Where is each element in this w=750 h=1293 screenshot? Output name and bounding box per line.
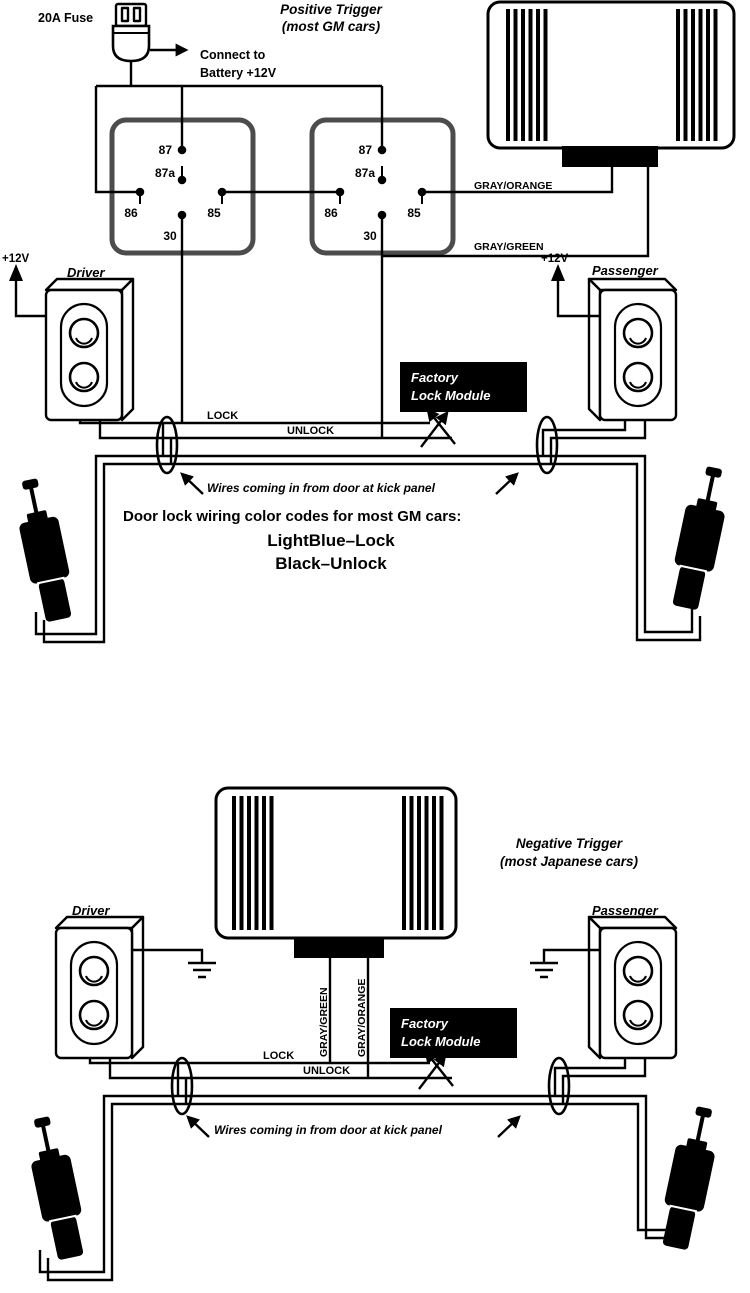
wire-12v-passenger (556, 279, 601, 318)
factory-tap-arrow-1-bottom (418, 1052, 447, 1090)
lock-label-top: LOCK (207, 410, 238, 422)
gray-green-label-bottom: GRAY/GREEN (318, 987, 330, 1057)
door-boot-left-bottom (170, 1056, 194, 1116)
kick-panel-arrow-right-bottom (497, 1115, 521, 1138)
wire-relay1-86-feed (94, 86, 140, 194)
lock-label-bottom: LOCK (263, 1050, 294, 1062)
plus12v-right-label: +12V (541, 253, 569, 265)
kick-panel-arrow-right-top (495, 472, 519, 495)
relay-1-pin86-label: 86 (124, 206, 138, 220)
wire-main-run-1 (34, 454, 694, 636)
wire-unlock-line (98, 419, 452, 440)
door-boot-right (535, 415, 559, 475)
relay-1: 87 87a 86 85 30 (109, 117, 256, 256)
relay-1-pin85-label: 85 (207, 206, 221, 220)
negative-trigger-subtitle: (most Japanese cars) (500, 854, 639, 869)
relay-2-pin87-label: 87 (359, 143, 373, 157)
wiring-top (14, 61, 702, 644)
wire-gray-green (382, 167, 650, 258)
actuator-top-left (8, 474, 80, 625)
passenger-label-bottom: Passenger (592, 903, 659, 918)
wire-unlock-line-bottom (108, 1057, 452, 1080)
ground-symbol-left (188, 961, 216, 979)
driver-switch-bottom (54, 915, 145, 1060)
color-code-unlock: Black–Unlock (275, 554, 387, 573)
wire-main-run-2 (42, 462, 702, 644)
relay-2-pin86-label: 86 (324, 206, 338, 220)
fuse-label: 20A Fuse (38, 11, 93, 25)
negative-trigger-title: Negative Trigger (516, 836, 623, 851)
alarm-module-top-fins-left (506, 9, 548, 141)
positive-trigger-subtitle: (most GM cars) (282, 19, 381, 34)
relay-1-pin87a-label: 87a (155, 166, 175, 180)
alarm-module-bottom-fins-left (232, 796, 274, 930)
passenger-label-top: Passenger (592, 263, 659, 278)
factory-lock-module-bottom: Factory Lock Module (390, 1008, 517, 1058)
gray-orange-label-bottom: GRAY/ORANGE (356, 979, 368, 1057)
relay-1-pin30-label: 30 (163, 229, 177, 243)
alarm-module-top-connector (562, 146, 658, 167)
ground-symbol-right (530, 961, 558, 979)
actuator-bottom-right (654, 1102, 726, 1253)
driver-label-top: Driver (67, 265, 106, 280)
factory-lock-module-bottom-line2: Lock Module (401, 1034, 480, 1049)
relay-2-pin30-label: 30 (363, 229, 377, 243)
positive-trigger-title: Positive Trigger (280, 2, 383, 17)
relay-2-pin85-label: 85 (407, 206, 421, 220)
alarm-module-bottom-connector (294, 938, 384, 958)
relay-2-pin87a-label: 87a (355, 166, 375, 180)
up-arrow-12v-left-icon (9, 264, 23, 281)
kick-panel-arrow-left-bottom (186, 1115, 210, 1138)
factory-tap-arrow-1 (420, 410, 449, 448)
wire-lock-line (78, 419, 430, 425)
driver-switch-top (44, 277, 135, 422)
factory-lock-module-bottom-box (390, 1008, 517, 1058)
wire-12v-driver (14, 279, 47, 318)
door-boot-left (155, 415, 179, 475)
driver-label-bottom: Driver (72, 903, 111, 918)
plus12v-left-label: +12V (2, 253, 30, 265)
factory-lock-module-top-box (400, 362, 527, 412)
color-codes-title: Door lock wiring color codes for most GM… (123, 508, 461, 525)
wire-ground-right (542, 948, 600, 963)
factory-lock-module-top: Factory Lock Module (400, 362, 527, 412)
kick-panel-note-top: Wires coming in from door at kick panel (207, 481, 436, 495)
up-arrow-12v-right-icon (551, 264, 565, 281)
alarm-module-bottom-fins-right (402, 796, 444, 930)
door-boot-right-bottom (547, 1056, 571, 1116)
positive-trigger-section: 87 87a 86 85 30 87 87a 86 85 30 (2, 0, 736, 644)
wire-passenger-drop-2-bottom (561, 1057, 647, 1104)
color-code-lock: LightBlue–Lock (267, 531, 395, 550)
factory-lock-module-bottom-line1: Factory (401, 1016, 449, 1031)
alarm-module-bottom (214, 786, 458, 958)
gray-green-label-top: GRAY/GREEN (474, 241, 544, 253)
fuse-icon (111, 2, 151, 63)
passenger-switch-bottom (587, 915, 678, 1060)
gray-orange-label-top: GRAY/ORANGE (474, 180, 552, 192)
alarm-module-top (486, 0, 736, 167)
negative-trigger-section: Factory Lock Module Negative Trigger (mo… (20, 786, 726, 1282)
factory-lock-module-top-line1: Factory (411, 370, 459, 385)
actuator-bottom-left (20, 1112, 92, 1263)
wire-ground-left (132, 948, 204, 963)
wire-passenger-drop-2 (549, 419, 647, 464)
relay-1-pin87-label: 87 (159, 143, 173, 157)
kick-panel-arrow-left-top (180, 472, 204, 495)
wire-lock-line-bottom (88, 1057, 430, 1065)
unlock-label-top: UNLOCK (287, 425, 334, 437)
battery-note-line1: Connect to (200, 48, 266, 62)
actuator-top-right (664, 462, 736, 613)
passenger-switch-top (587, 277, 678, 422)
battery-note-line2: Battery +12V (200, 66, 277, 80)
kick-panel-note-bottom: Wires coming in from door at kick panel (214, 1123, 443, 1137)
alarm-module-top-fins-right (676, 9, 718, 141)
factory-lock-module-top-line2: Lock Module (411, 388, 490, 403)
wire-gray-orange (422, 167, 614, 194)
factory-tap-arrow-2 (426, 407, 456, 445)
wire-passenger-drop-1-bottom (553, 1057, 627, 1096)
wire-passenger-drop-1 (541, 419, 627, 456)
unlock-label-bottom: UNLOCK (303, 1065, 350, 1077)
